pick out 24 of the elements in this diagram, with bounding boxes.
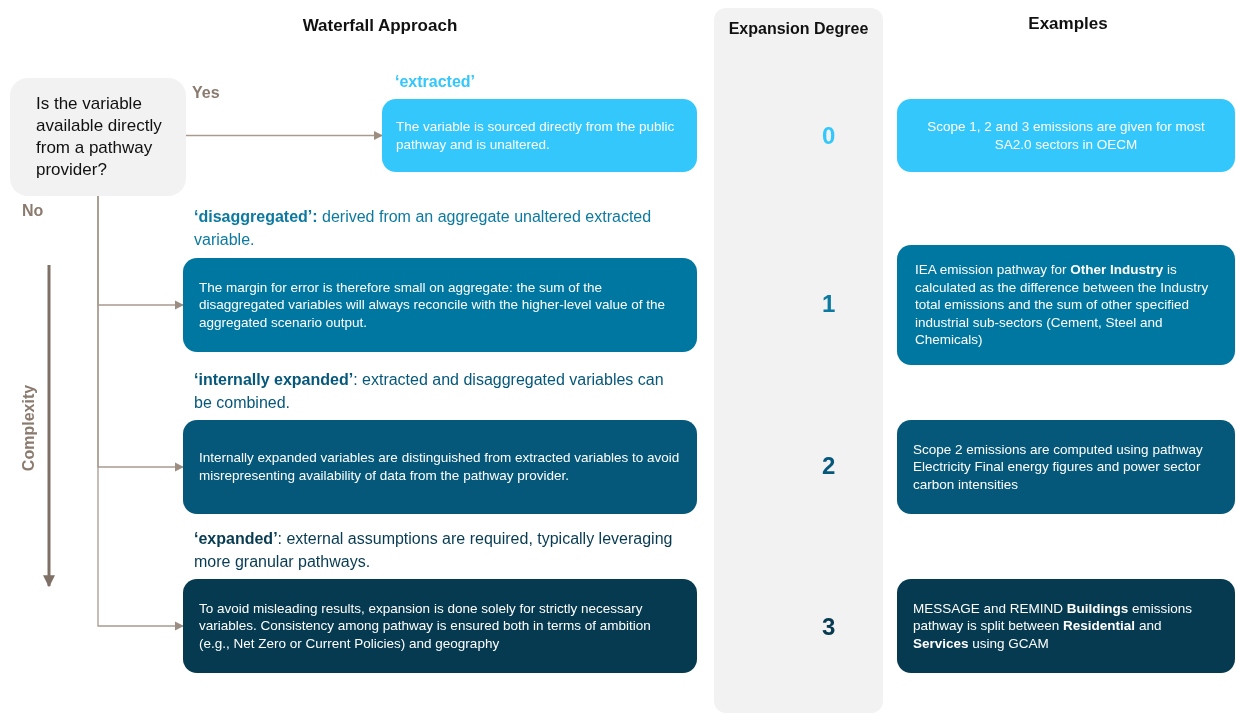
degree-number: 0: [822, 122, 836, 150]
example-box: IEA emission pathway for Other Industry is calculated as the difference between the Industry total emissions and the sum of other specified industrial sub-sectors (Cement, Steel and Chemicals): [897, 245, 1235, 365]
example-box: MESSAGE and REMIND Buildings emissions pathway is split between Residential and Services using GCAM: [897, 579, 1235, 673]
axis-label: Complexity: [20, 384, 38, 472]
step-heading: ‘disaggregated’: derived from an aggregate unaltered extracted variable.: [194, 207, 653, 251]
panel-title: Expansion Degree: [727, 20, 870, 38]
step-heading: ‘expanded’: external assumptions are required, typically leveraging more granular pathways.: [194, 529, 674, 573]
branch-label: No: [22, 202, 44, 220]
step-heading: ‘extracted’: [395, 72, 477, 92]
connector-arrow: [97, 195, 184, 631]
decision-box: Is the variable available directly from a pathway provider?: [10, 78, 186, 196]
column-heading: Examples: [1027, 14, 1109, 34]
degree-number: 3: [822, 613, 836, 641]
column-heading: Waterfall Approach: [301, 16, 459, 36]
step-box: The margin for error is therefore small on aggregate: the sum of the disaggregated variables will always reconcile with the higher-level value of the aggregated scenario output.: [183, 258, 697, 352]
step-box: To avoid misleading results, expansion is done solely for strictly necessary variables. Consistency among pathway is ensured both in terms of ambition (e.g., Net Zero or Current Policies) and geography: [183, 579, 697, 673]
example-box: Scope 2 emissions are computed using pathway Electricity Final energy figures and power sector carbon intensities: [897, 420, 1235, 514]
connector-arrow: [185, 130, 383, 141]
step-box: Internally expanded variables are distinguished from extracted variables to avoid misrepresenting availability of data from the pathway provider.: [183, 420, 697, 514]
example-box: Scope 1, 2 and 3 emissions are given for most SA2.0 sectors in OECM: [897, 99, 1235, 172]
step-box: The variable is sourced directly from the public pathway and is unaltered.: [382, 99, 697, 172]
step-heading: ‘internally expanded’: extracted and disaggregated variables can be combined.: [194, 370, 665, 414]
degree-number: 2: [822, 452, 836, 480]
degree-number: 1: [822, 290, 836, 318]
